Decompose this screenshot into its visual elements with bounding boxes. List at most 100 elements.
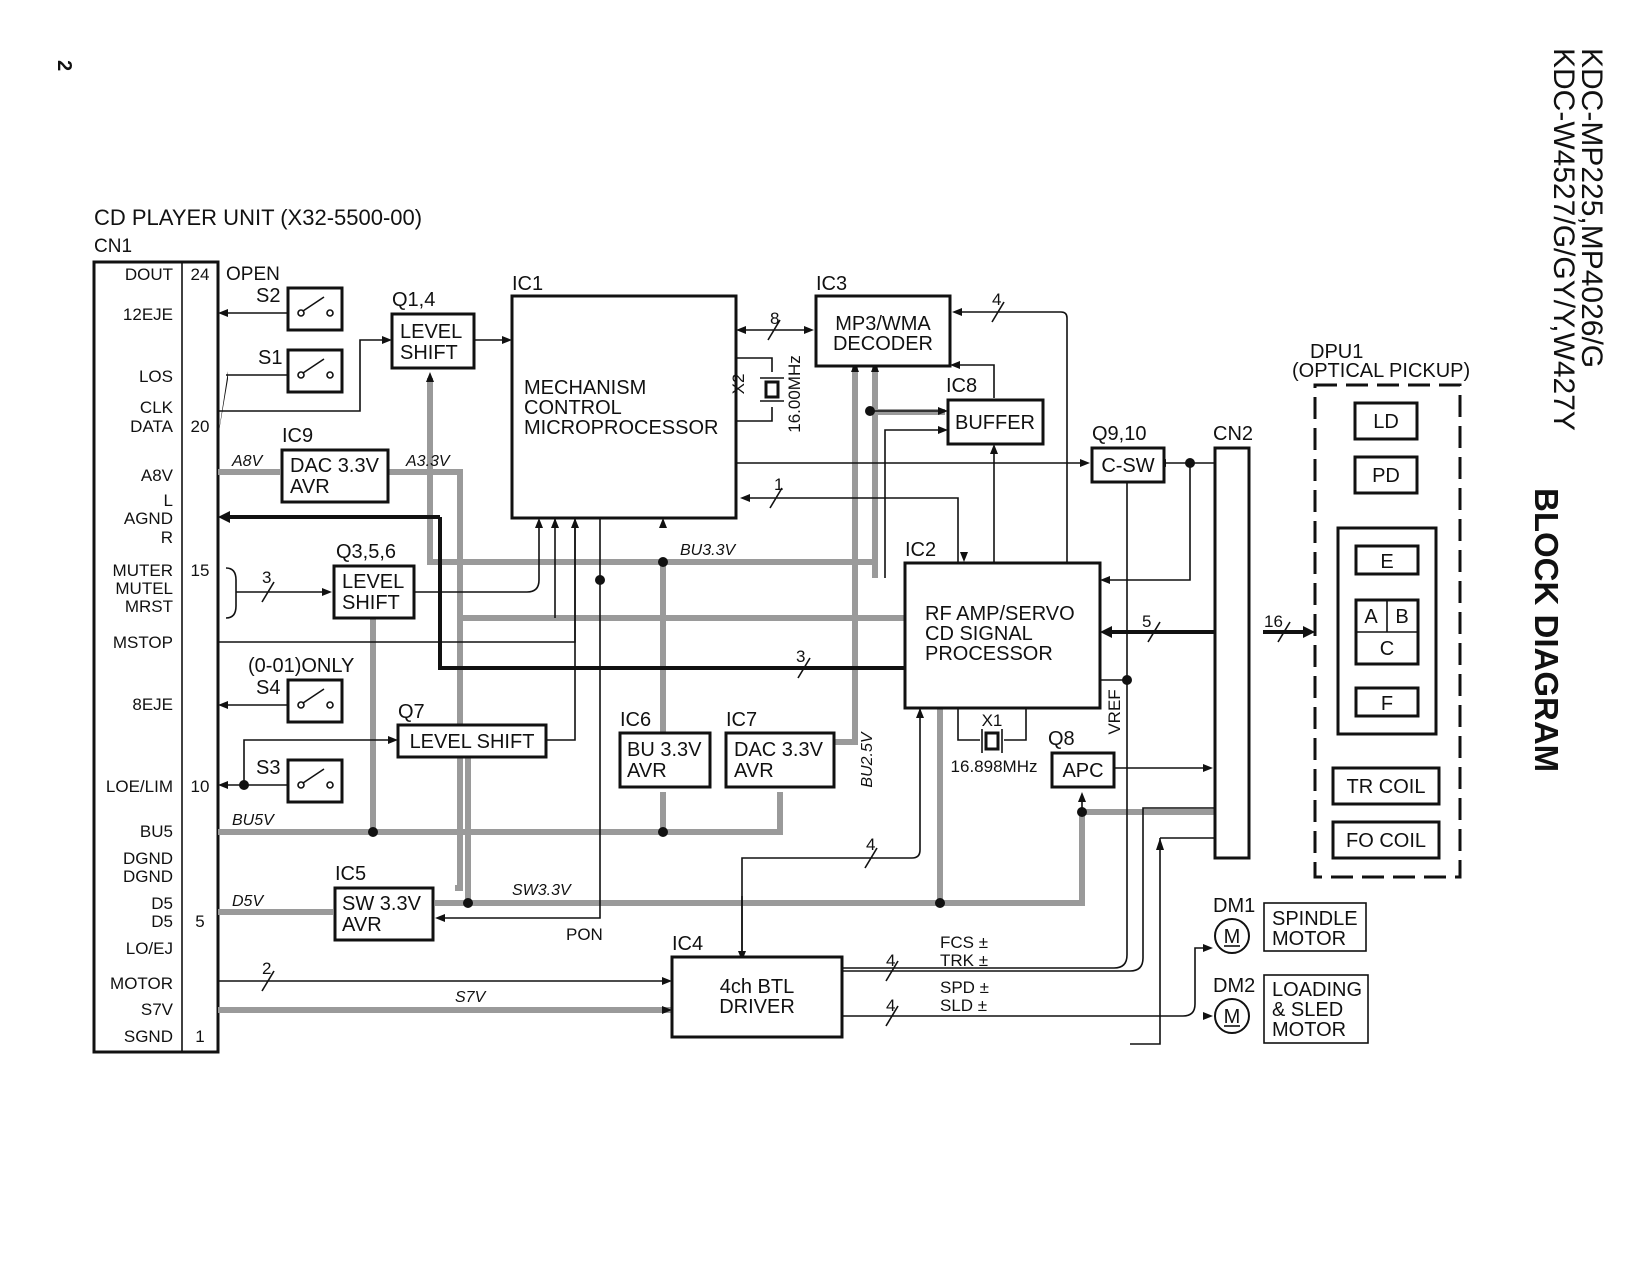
- motor-text: MOTOR: [1272, 928, 1346, 950]
- bus-count: 3: [262, 568, 271, 587]
- net-label: S7V: [455, 989, 487, 1006]
- block-ref: IC9: [282, 425, 313, 447]
- sensor-a: A: [1364, 606, 1378, 628]
- x1-crystal: X1 16.898MHz: [951, 711, 1038, 776]
- cn1-pin-number: 15: [191, 561, 210, 580]
- block-text: AVR: [734, 760, 774, 782]
- net-label: BU5V: [232, 812, 275, 829]
- ic3-decoder: IC3 MP3/WMA DECODER: [814, 273, 952, 368]
- block-text: AVR: [290, 476, 330, 498]
- cn1-pin-label: DOUT: [125, 265, 173, 284]
- bus-count: 16: [1264, 612, 1283, 631]
- model-line-2: KDC-W4527/G/GY/Y,W427Y: [1547, 48, 1580, 431]
- bus-count: 4: [886, 996, 895, 1015]
- unit-title: CD PLAYER UNIT (X32-5500-00): [94, 205, 422, 230]
- bus-count: 4: [866, 835, 875, 854]
- switch-s4: (0-01)ONLY S4: [248, 655, 354, 724]
- motor-symbol: M: [1224, 1006, 1241, 1028]
- cn1-pin-label: DGND: [123, 849, 173, 868]
- net-label: FCS ±: [940, 933, 988, 952]
- page-title: BLOCK DIAGRAM: [1528, 488, 1565, 772]
- block-text: LEVEL SHIFT: [410, 731, 535, 753]
- net-label: SW3.3V: [512, 882, 572, 899]
- block-text: CONTROL: [524, 397, 622, 419]
- motor-ref: DM1: [1213, 895, 1255, 917]
- bus-count: 8: [770, 309, 779, 328]
- block-text: SHIFT: [342, 592, 400, 614]
- block-text: BU 3.3V: [627, 739, 702, 761]
- net-label: A8V: [231, 453, 264, 470]
- motor-text: SPINDLE: [1272, 908, 1358, 930]
- net-labels: A8V A3.3V BU3.3V BU5V D5V SW3.3V PON S7V…: [231, 453, 1124, 1015]
- q8-apc: Q8 APC: [1048, 728, 1116, 789]
- s4-note: (0-01)ONLY: [248, 655, 354, 677]
- net-label: TRK ±: [940, 951, 988, 970]
- switch-s2: OPEN S2: [226, 264, 344, 332]
- ic5-sw-avr: IC5 SW 3.3V AVR: [333, 863, 435, 942]
- cn1-pin-label: MOTOR: [110, 974, 173, 993]
- block-text: DAC 3.3V: [290, 455, 380, 477]
- crystal-ref: X2: [729, 374, 748, 395]
- net-label: SPD ±: [940, 978, 989, 997]
- block-ref: IC1: [512, 273, 543, 295]
- bus-count: 5: [1142, 612, 1151, 631]
- bus-count: 4: [992, 290, 1001, 309]
- block-ref: Q9,10: [1092, 423, 1146, 445]
- bus-count: 3: [796, 647, 805, 666]
- block-text: LEVEL: [342, 571, 404, 593]
- block-text: SW 3.3V: [342, 893, 422, 915]
- cn2-label: CN2: [1213, 423, 1253, 445]
- block-text: SHIFT: [400, 342, 458, 364]
- cn1-pin-labels: DOUT 12EJE LOS CLK DATA A8V L AGND R MUT…: [106, 265, 174, 1046]
- sensor-f: F: [1381, 693, 1393, 715]
- switch-label: S4: [256, 677, 280, 699]
- crystal-freq: 16.00MHz: [785, 355, 804, 432]
- cn1-pin-label: MUTER: [113, 561, 173, 580]
- block-text: AVR: [627, 760, 667, 782]
- block-text: AVR: [342, 914, 382, 936]
- cn1-pin-label: D5: [151, 912, 173, 931]
- block-text: MICROPROCESSOR: [524, 417, 718, 439]
- block-ref: IC8: [946, 375, 977, 397]
- dpu-ref: DPU1: [1310, 341, 1363, 363]
- net-label: VREF: [1105, 689, 1124, 734]
- cn1-pin-label: LOE/LIM: [106, 777, 173, 796]
- cn1-pin-label: MRST: [125, 597, 173, 616]
- cn1-pin-label: D5: [151, 894, 173, 913]
- block-text: C-SW: [1101, 455, 1154, 477]
- block-text: MP3/WMA: [835, 313, 931, 335]
- crystal-freq: 16.898MHz: [951, 757, 1038, 776]
- cn1-pin-number: 20: [191, 417, 210, 436]
- bus-count: 1: [774, 475, 783, 494]
- switch-s3: S3: [256, 757, 344, 804]
- block-text: DECODER: [833, 333, 933, 355]
- cn1-pin-label: A8V: [141, 466, 174, 485]
- cn2-connector: CN2: [1213, 423, 1253, 860]
- cn1-pin-label: R: [161, 528, 173, 547]
- q3-5-6-level-shift: Q3,5,6 LEVEL SHIFT: [332, 541, 416, 620]
- block-ref: IC5: [335, 863, 366, 885]
- cn1-pin-label: 8EJE: [132, 695, 173, 714]
- bus-count: 2: [262, 959, 271, 978]
- cn1-pin-numbers: 24 20 15 10 5 1: [191, 265, 210, 1046]
- ic8-buffer: IC8 BUFFER: [946, 375, 1045, 446]
- dm2-loading-sled-motor: DM2 M LOADING & SLED MOTOR: [1213, 974, 1369, 1044]
- block-text: MECHANISM: [524, 377, 646, 399]
- cn1-pin-label: DATA: [130, 417, 173, 436]
- q7-level-shift: Q7 LEVEL SHIFT: [396, 701, 548, 759]
- bus-slashes: [261, 301, 1291, 1027]
- ld-label: LD: [1373, 411, 1399, 433]
- cn1-connector: [92, 260, 220, 1054]
- tr-coil-label: TR COIL: [1347, 776, 1426, 798]
- dpu1-optical-pickup: DPU1 (OPTICAL PICKUP) LD PD E A B C F TR…: [1292, 341, 1470, 879]
- sensor-e: E: [1380, 551, 1393, 573]
- power-rails: [218, 362, 1215, 1013]
- ic6-bu-avr: IC6 BU 3.3V AVR: [618, 709, 712, 789]
- ic2-rf-servo: IC2 RF AMP/SERVO CD SIGNAL PROCESSOR: [903, 539, 1102, 710]
- motor-text: LOADING: [1272, 979, 1362, 1001]
- ic4-btl-driver: IC4 4ch BTL DRIVER: [670, 933, 844, 1039]
- net-label: BU2.5V: [859, 731, 876, 787]
- block-ref: IC7: [726, 709, 757, 731]
- net-label: A3.3V: [405, 453, 451, 470]
